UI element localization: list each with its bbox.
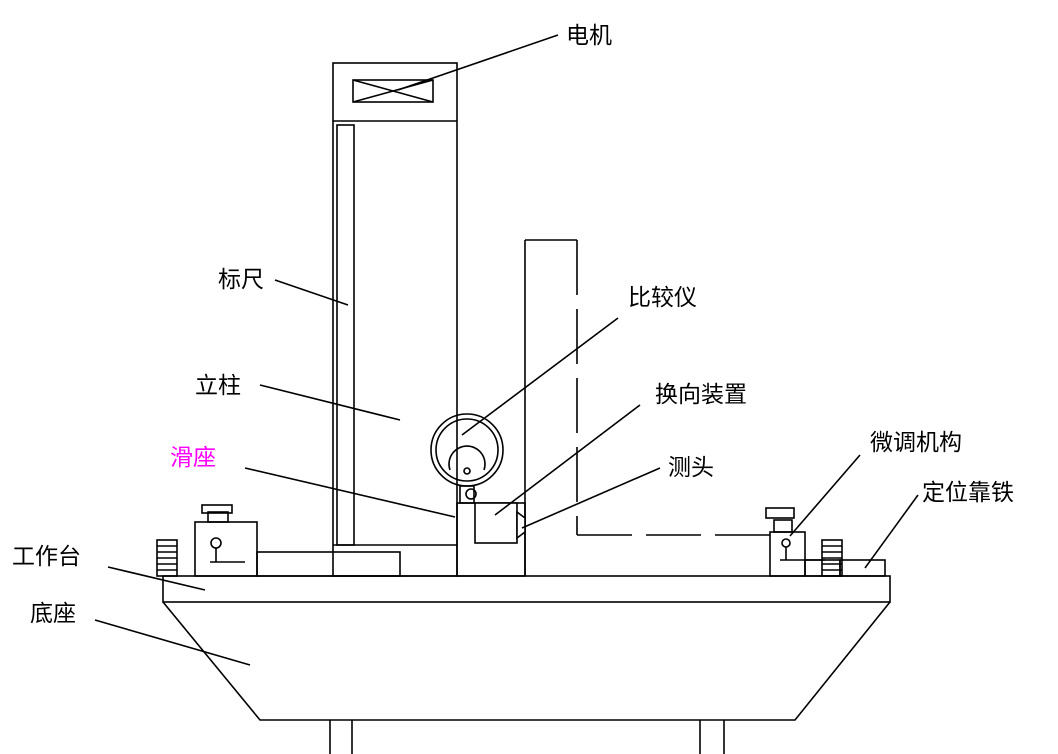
label-scale: 标尺 xyxy=(218,267,264,293)
comparator xyxy=(430,413,504,504)
label-reversing-device: 换向装置 xyxy=(655,382,747,408)
label-fine-adjust: 微调机构 xyxy=(870,430,962,456)
label-worktable: 工作台 xyxy=(12,544,81,570)
fine-adjust-mechanism xyxy=(765,507,825,577)
motor xyxy=(352,79,434,103)
label-locating-stop: 定位靠铁 xyxy=(922,480,1014,506)
leader-lines xyxy=(94,34,919,666)
label-motor: 电机 xyxy=(566,23,612,49)
worktable xyxy=(162,575,891,603)
label-comparator: 比较仪 xyxy=(628,285,697,311)
left-slide-block xyxy=(156,504,401,577)
slide-seat xyxy=(456,488,526,577)
base xyxy=(162,601,891,754)
label-slide-seat: 滑座 xyxy=(170,445,216,471)
label-probe: 测头 xyxy=(668,455,714,481)
locating-stop xyxy=(804,539,886,577)
label-base: 底座 xyxy=(30,601,76,627)
column xyxy=(332,62,458,577)
label-column: 立柱 xyxy=(195,373,241,399)
